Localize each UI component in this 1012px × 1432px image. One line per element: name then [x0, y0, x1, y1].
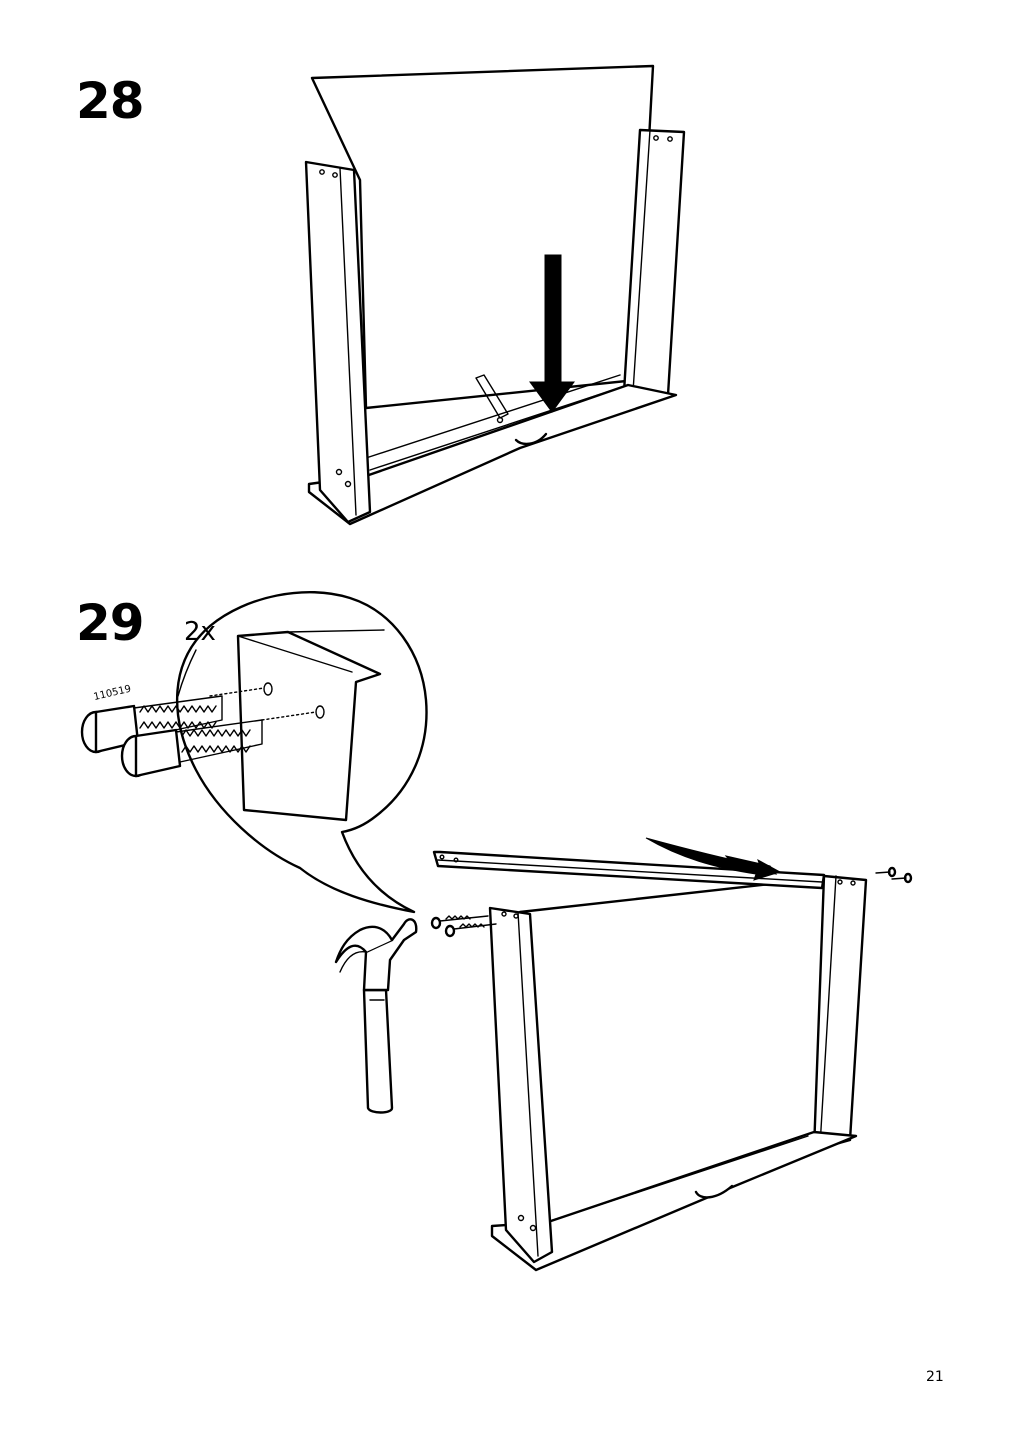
- motion-arrow-icon: [645, 837, 782, 881]
- right-side-panel: [812, 874, 868, 1152]
- base-plate: [307, 383, 678, 526]
- page-number: 21: [926, 1369, 944, 1385]
- dowel-icon: [875, 866, 913, 884]
- step-number-28: 28: [76, 72, 145, 130]
- hammer-icon: [334, 918, 418, 1114]
- frame-back-board: [518, 876, 826, 1224]
- back-panel: [310, 64, 655, 410]
- step-28-illustration: [304, 64, 686, 526]
- step-number-29: 29: [76, 594, 145, 652]
- left-side-panel: [304, 160, 372, 524]
- arrow-down-icon: [529, 254, 575, 413]
- quantity-label: 2x: [184, 617, 216, 647]
- dowel-icon: [120, 719, 263, 778]
- dowel-icon: [430, 915, 497, 938]
- base-cutout: [514, 432, 548, 446]
- step-29-illustration: [80, 591, 913, 1272]
- left-side-panel: [488, 906, 554, 1264]
